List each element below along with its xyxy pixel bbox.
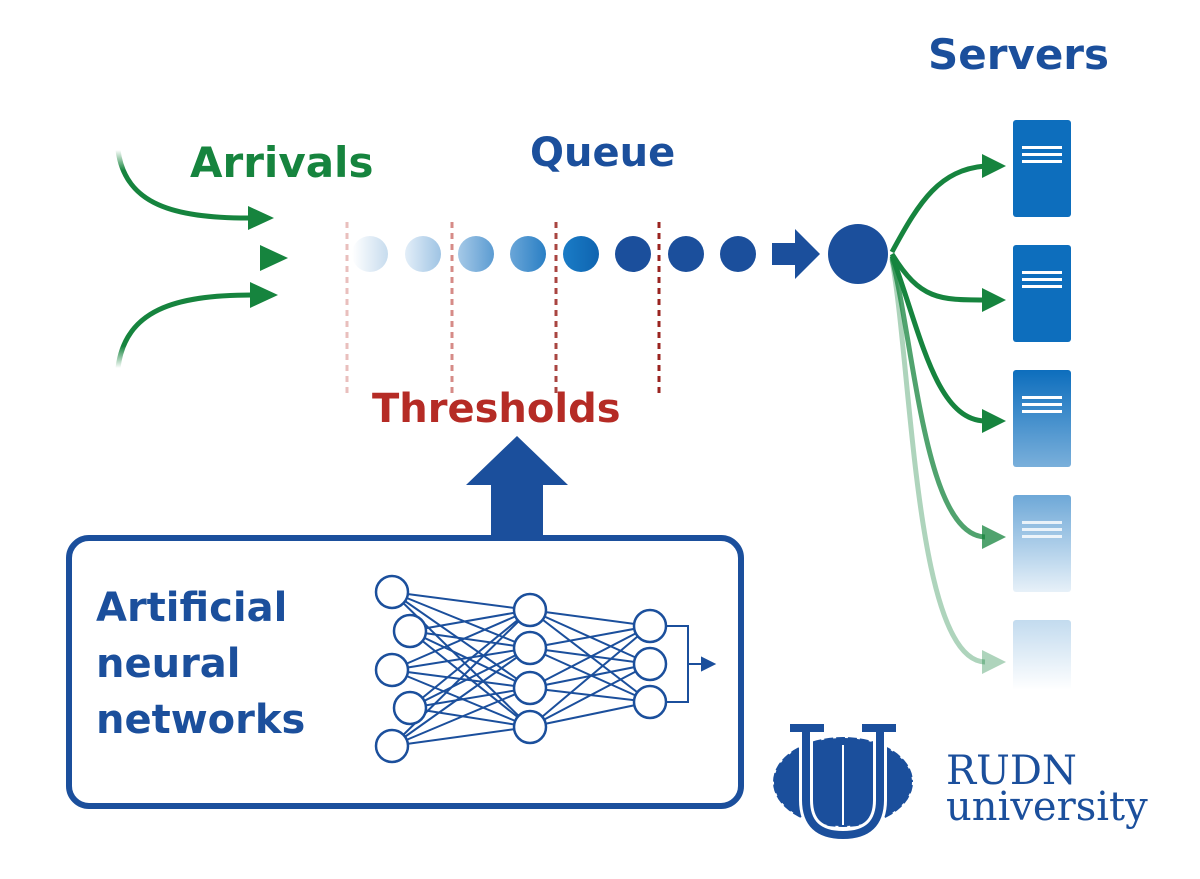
nn-connection xyxy=(409,647,531,709)
thresholds-label: Thresholds xyxy=(372,386,621,432)
queue-customer-8 xyxy=(720,236,756,272)
nn-connection xyxy=(529,663,651,728)
nn-output-arrowhead xyxy=(701,656,717,672)
rudn-logo-line2: university xyxy=(946,784,1148,830)
nn-connection xyxy=(391,687,531,747)
arrivals-label: Arrivals xyxy=(190,138,374,187)
server-3 xyxy=(1013,370,1071,467)
rudn-emblem xyxy=(772,724,914,843)
nn-neuron-layer-1 xyxy=(374,728,410,764)
server-2 xyxy=(1013,245,1071,342)
queue-arrow xyxy=(772,229,820,279)
server-arrow-4 xyxy=(889,257,986,540)
servers-label: Servers xyxy=(928,30,1110,79)
nn-connection xyxy=(409,609,531,709)
queue-customer-5 xyxy=(563,236,599,272)
nn-neuron-layer-2 xyxy=(512,630,548,666)
servers xyxy=(1013,120,1071,690)
rudn-logo-line1: RUDN xyxy=(946,748,1077,794)
nn-connection xyxy=(409,609,531,632)
nn-connection xyxy=(409,687,531,709)
nn-connection xyxy=(529,625,651,689)
nn-neuron-layer-1 xyxy=(374,652,410,688)
queue-customer-1 xyxy=(352,236,388,272)
nn-neuron-layer-1 xyxy=(374,574,410,610)
server-arrow-3 xyxy=(889,255,986,424)
nn-connection xyxy=(391,726,531,747)
server-5 xyxy=(1013,620,1071,690)
ann-label: Artificial neural networks xyxy=(96,585,306,743)
nn-connection xyxy=(529,625,651,649)
nn-neuron-layer-2 xyxy=(512,709,548,745)
server-4 xyxy=(1013,495,1071,592)
nn-connection xyxy=(409,707,531,728)
neural-network-icon xyxy=(374,574,717,764)
queue-customer-6 xyxy=(615,236,651,272)
nn-neuron-layer-3 xyxy=(632,646,668,682)
nn-neuron-layer-3 xyxy=(632,608,668,644)
threshold-lines xyxy=(345,222,661,398)
nn-connection xyxy=(529,701,651,728)
arrival-arrowhead-middle xyxy=(260,245,288,271)
queue-label: Queue xyxy=(530,130,676,176)
nn-neuron-layer-3 xyxy=(632,684,668,720)
queue-customer-3 xyxy=(458,236,494,272)
server-arrows xyxy=(889,154,1006,674)
server-arrow-1 xyxy=(889,163,986,254)
nn-connection xyxy=(409,630,531,649)
nn-connection xyxy=(529,609,651,627)
nn-connection xyxy=(391,591,531,649)
queue-customers xyxy=(352,236,756,272)
nn-neuron-layer-2 xyxy=(512,592,548,628)
server-1 xyxy=(1013,120,1071,217)
nn-connection xyxy=(391,591,531,611)
arrival-arrowhead-bottom xyxy=(250,282,278,308)
arrival-arrowhead-top xyxy=(248,206,274,230)
nn-neuron-layer-1 xyxy=(392,613,428,649)
server-arrow-5 xyxy=(889,259,986,665)
queue-customer-4 xyxy=(510,236,546,272)
arrival-arrow-top xyxy=(115,149,249,221)
nn-neuron-layer-2 xyxy=(512,670,548,706)
service-customer xyxy=(828,224,888,284)
nn-connection xyxy=(529,625,651,728)
arrival-arrow-bottom xyxy=(115,292,253,369)
server-arrow-2 xyxy=(889,252,986,303)
up-arrow xyxy=(466,436,568,535)
nn-neuron-layer-1 xyxy=(392,690,428,726)
nn-connection xyxy=(391,647,531,747)
nn-connection xyxy=(391,609,531,671)
nn-connection xyxy=(391,647,531,671)
arrivals-arrows xyxy=(115,149,288,369)
queue-customer-7 xyxy=(668,236,704,272)
queue-customer-2 xyxy=(405,236,441,272)
